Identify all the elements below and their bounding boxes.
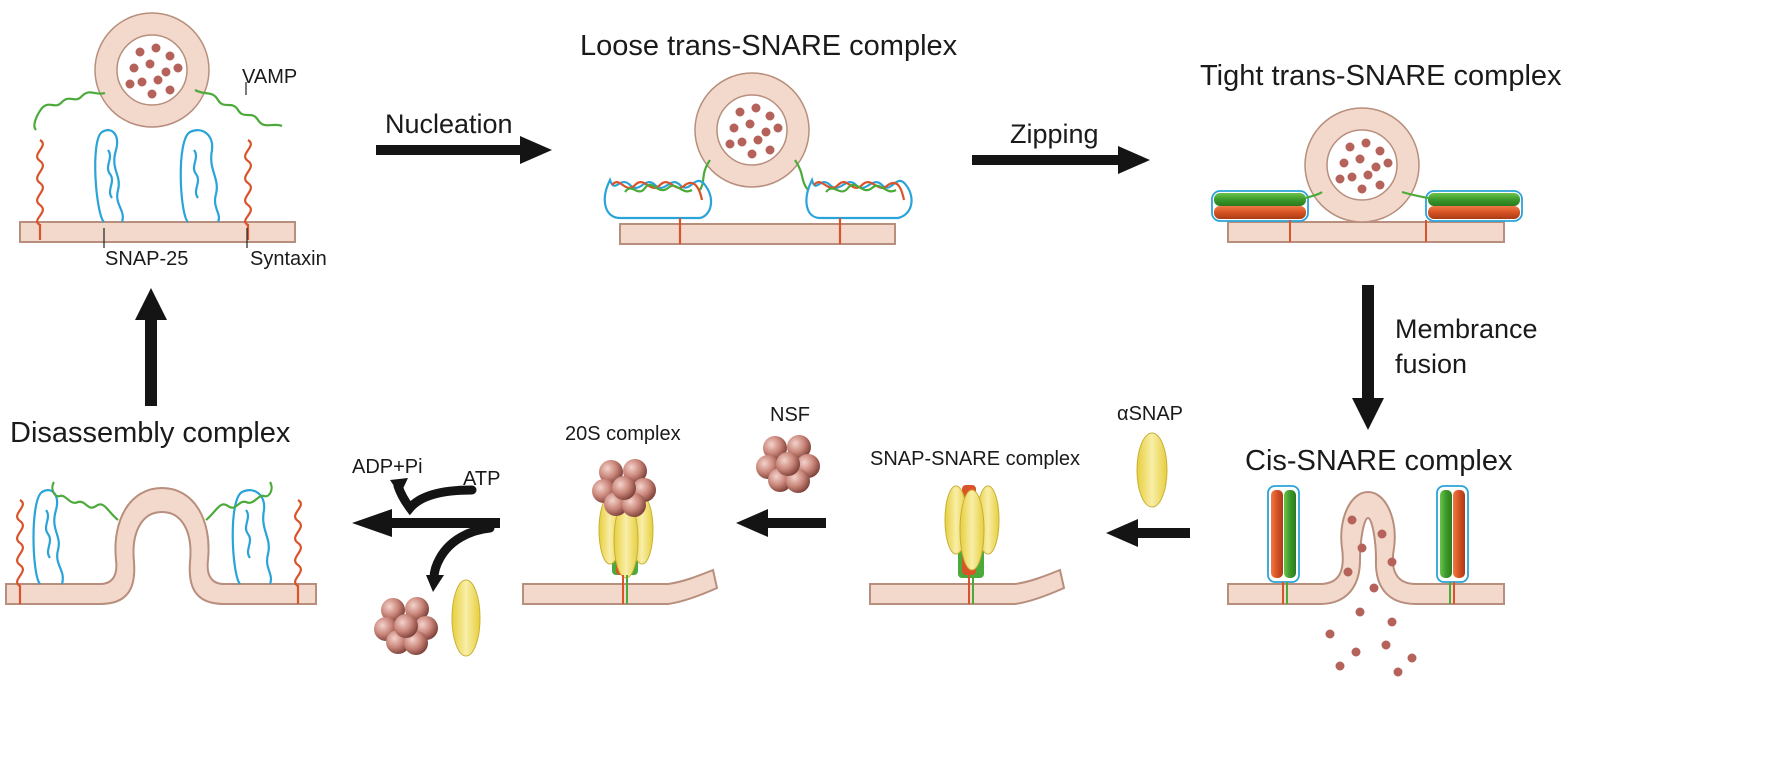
panel-disassembly: Disassembly complex bbox=[5, 417, 317, 605]
recycled-membrane bbox=[5, 486, 317, 605]
zipping-arrow bbox=[972, 146, 1150, 174]
zipping-label: Zipping bbox=[1010, 119, 1099, 149]
atp-hydrolysis-step: ADP+Pi ATP bbox=[352, 456, 500, 657]
nsf-label: NSF bbox=[770, 404, 810, 426]
alpha-snap-arrow bbox=[1106, 519, 1190, 547]
recycling-arrow bbox=[135, 288, 167, 406]
nucleation-arrow bbox=[376, 136, 552, 164]
vamp-left bbox=[33, 91, 106, 131]
loose-bundle-left bbox=[603, 177, 713, 220]
nsf-protein bbox=[756, 435, 820, 493]
snap25-right bbox=[179, 129, 220, 223]
20s-title: 20S complex bbox=[565, 423, 681, 445]
disassembly-arrow bbox=[352, 509, 500, 537]
nucleation-step: Nucleation bbox=[376, 109, 552, 164]
membrane-fusion-step: Membrance fusion bbox=[1352, 285, 1538, 430]
plasma-membrane bbox=[19, 221, 296, 243]
tight-bundle-left-vamp bbox=[1214, 193, 1306, 206]
alpha-snap-step: αSNAP bbox=[1106, 403, 1190, 547]
tight-bundle-right-syntaxin bbox=[1428, 206, 1520, 219]
fused-membrane bbox=[1227, 490, 1505, 605]
plasma-membrane bbox=[522, 568, 719, 605]
loose-bundle-right bbox=[805, 176, 913, 220]
cis-left-syntaxin bbox=[1271, 490, 1283, 578]
vamp-label: VAMP bbox=[242, 66, 297, 88]
atp-curve bbox=[393, 481, 477, 516]
loose-title: Loose trans-SNARE complex bbox=[580, 30, 958, 62]
zipping-step: Zipping bbox=[972, 119, 1150, 174]
snap-snare-title: SNAP-SNARE complex bbox=[870, 448, 1080, 470]
cis-right-syntaxin bbox=[1453, 490, 1465, 578]
cis-right-vamp bbox=[1440, 490, 1452, 578]
tight-bundle-left-syntaxin bbox=[1214, 206, 1306, 219]
fusion-arrow bbox=[1352, 285, 1384, 430]
released-cargo bbox=[1325, 515, 1417, 677]
alpha-snap-protein bbox=[1136, 432, 1168, 508]
panel-tight-trans-snare: Tight trans-SNARE complex bbox=[1200, 60, 1562, 243]
snap25-left bbox=[32, 489, 64, 585]
syntaxin-left bbox=[16, 499, 24, 604]
nsf-arrow bbox=[736, 509, 826, 537]
alpha-snap-label: αSNAP bbox=[1117, 403, 1183, 425]
snap25-right bbox=[231, 489, 272, 585]
fusion-label-line1: Membrance bbox=[1395, 314, 1538, 344]
panel-cis-snare: Cis-SNARE complex bbox=[1227, 445, 1513, 677]
plasma-membrane bbox=[619, 223, 896, 245]
panel-loose-trans-snare: Loose trans-SNARE complex bbox=[580, 30, 958, 245]
atp-label: ATP bbox=[463, 468, 500, 490]
fusion-label-line2: fusion bbox=[1395, 349, 1467, 379]
syntaxin-left bbox=[36, 139, 44, 240]
vesicle bbox=[95, 13, 209, 127]
syntaxin-label: Syntaxin bbox=[250, 248, 327, 270]
vamp-right bbox=[194, 89, 283, 128]
adp-label: ADP+Pi bbox=[352, 456, 423, 478]
panel-snap-snare: SNAP-SNARE complex bbox=[869, 448, 1080, 605]
nsf-step: NSF bbox=[736, 404, 826, 537]
tight-title: Tight trans-SNARE complex bbox=[1200, 60, 1562, 92]
released-alpha-snap bbox=[451, 579, 481, 657]
vesicle bbox=[1305, 108, 1419, 222]
nucleation-label: Nucleation bbox=[385, 109, 513, 139]
plasma-membrane bbox=[869, 568, 1066, 605]
tight-bundle-right-vamp bbox=[1428, 193, 1520, 206]
vamp-right bbox=[205, 481, 273, 521]
cis-title: Cis-SNARE complex bbox=[1245, 445, 1513, 477]
syntaxin-right bbox=[294, 499, 302, 604]
vesicle bbox=[695, 73, 809, 187]
syntaxin-right bbox=[244, 139, 252, 240]
cis-left-vamp bbox=[1284, 490, 1296, 578]
snap-snare-bundle bbox=[959, 489, 985, 571]
panel-initial-state: VAMP SNAP-25 Syntaxin bbox=[19, 12, 327, 270]
panel-20s-complex: 20S complex bbox=[522, 423, 719, 605]
plasma-membrane bbox=[1227, 221, 1505, 243]
snap25-label: SNAP-25 bbox=[105, 248, 188, 270]
released-nsf bbox=[374, 597, 438, 655]
snap25-left bbox=[94, 129, 124, 223]
vamp-left bbox=[51, 481, 119, 521]
disassembly-title: Disassembly complex bbox=[10, 417, 291, 449]
